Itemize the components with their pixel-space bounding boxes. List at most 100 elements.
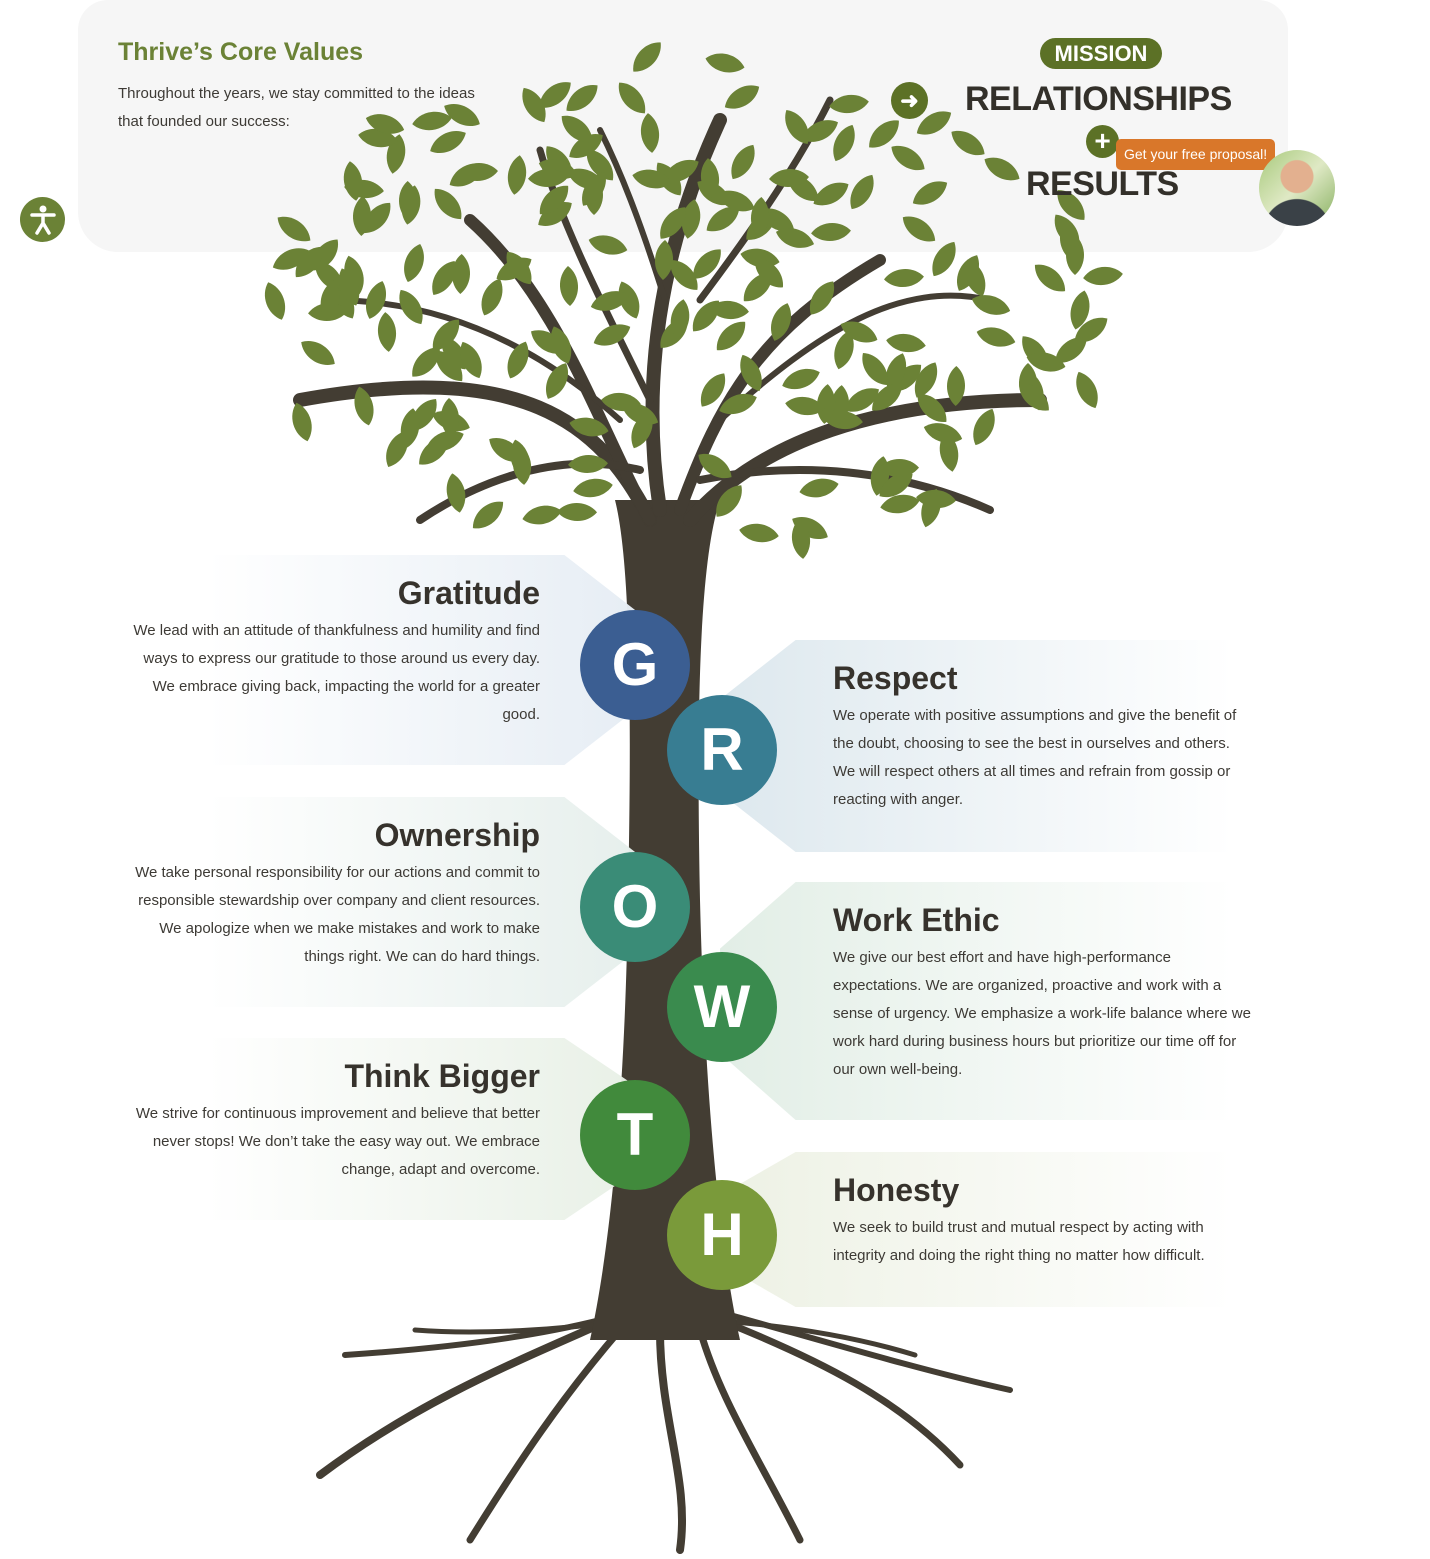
- leaf-icon: [522, 87, 546, 123]
- accessibility-button[interactable]: [20, 197, 65, 242]
- leaf-icon: [917, 394, 947, 422]
- leaf-icon: [430, 131, 466, 153]
- tree-root: [466, 1326, 624, 1544]
- leaf-icon: [618, 82, 646, 114]
- leaf-icon: [833, 124, 855, 162]
- leaf-icon: [633, 42, 661, 72]
- leaf-icon: [912, 181, 948, 205]
- leaf-icon: [957, 255, 979, 291]
- leaf-icon: [872, 383, 902, 411]
- value-panel-gratitude: Gratitude We lead with an attitude of th…: [100, 555, 640, 765]
- leaf-icon: [557, 503, 597, 521]
- leaf-icon: [775, 228, 815, 248]
- leaf-icon: [885, 353, 907, 391]
- leaf-icon: [719, 393, 757, 415]
- value-panel-ownership: Ownership We take personal responsibilit…: [100, 797, 640, 1007]
- leaf-icon: [947, 366, 965, 406]
- leaf-icon: [802, 120, 838, 142]
- value-description: We give our best effort and have high-pe…: [833, 949, 1251, 1078]
- leaf-icon: [782, 368, 820, 390]
- leaf-icon: [432, 319, 460, 351]
- leaf-icon: [452, 254, 470, 294]
- leaf-icon: [531, 330, 565, 354]
- value-title: Respect: [833, 660, 958, 696]
- leaf-icon: [295, 246, 323, 278]
- leaf-icon: [539, 185, 569, 215]
- value-title: Honesty: [833, 1172, 960, 1208]
- leaf-icon: [588, 235, 628, 255]
- leaf-icon: [769, 169, 809, 187]
- leaf-icon: [446, 473, 466, 513]
- leaf-icon: [862, 353, 888, 385]
- value-description: We seek to build trust and mutual respec…: [833, 1219, 1205, 1264]
- tree-branch: [645, 113, 727, 517]
- leaf-icon: [301, 341, 335, 365]
- leaf-icon: [365, 114, 405, 134]
- leaf-icon: [716, 485, 742, 517]
- leaf-icon: [879, 459, 919, 477]
- value-title: Gratitude: [397, 575, 540, 611]
- leaf-icon: [378, 312, 396, 352]
- arrow-right-icon: ➜: [891, 82, 928, 119]
- leaf-icon: [460, 341, 482, 379]
- leaf-icon: [481, 278, 503, 316]
- leaf-icon: [528, 169, 568, 187]
- value-panel-work-ethic: Work Ethic We give our best effort and h…: [720, 882, 1260, 1120]
- leaf-icon: [277, 216, 311, 242]
- free-proposal-button[interactable]: Get your free proposal!: [1116, 139, 1276, 170]
- leaf-icon: [449, 163, 485, 187]
- value-description: We take personal responsibility for our …: [135, 864, 540, 965]
- leaf-icon: [264, 282, 286, 320]
- leaf-icon: [292, 402, 312, 442]
- value-panel-think-bigger: Think Bigger We strive for continuous im…: [100, 1038, 640, 1220]
- leaf-icon: [582, 172, 606, 206]
- value-panel-honesty: Honesty We seek to build trust and mutua…: [720, 1152, 1260, 1307]
- leaf-icon: [272, 248, 310, 270]
- leaf-icon: [1057, 190, 1085, 220]
- tree-root: [696, 1326, 804, 1544]
- leaf-icon: [973, 408, 995, 446]
- leaf-icon: [538, 202, 572, 226]
- leaf-icon: [569, 417, 609, 437]
- leaf-icon: [740, 354, 762, 392]
- leaf-icon: [834, 330, 854, 370]
- leaf-icon: [886, 333, 926, 353]
- value-title: Think Bigger: [344, 1058, 540, 1094]
- leaf-icon: [590, 291, 630, 311]
- leaf-icon: [840, 321, 878, 343]
- value-letter-h: H: [667, 1180, 777, 1290]
- chat-avatar[interactable]: [1259, 150, 1335, 226]
- leaf-icon: [709, 301, 749, 319]
- leaf-icon: [404, 243, 424, 283]
- leaf-icon: [412, 347, 440, 377]
- leaf-icon: [731, 144, 755, 180]
- value-description: We strive for continuous improvement and…: [135, 1105, 540, 1178]
- leaf-icon: [932, 241, 956, 277]
- leaf-icon: [1026, 352, 1066, 372]
- plus-icon: +: [1086, 125, 1119, 158]
- leaf-icon: [698, 453, 732, 479]
- leaf-icon: [507, 155, 527, 195]
- leaf-icon: [845, 388, 879, 412]
- leaf-icon: [716, 321, 746, 351]
- leaf-icon: [561, 115, 593, 143]
- mission-relationships: RELATIONSHIPS: [965, 80, 1232, 118]
- leaf-icon: [419, 437, 449, 465]
- leaf-icon: [343, 161, 363, 201]
- leaf-icon: [879, 472, 913, 498]
- leaf-icon: [434, 188, 462, 220]
- leaf-icon: [320, 280, 340, 320]
- leaf-icon: [771, 303, 791, 341]
- tree-branch: [696, 466, 994, 514]
- leaf-icon: [435, 350, 463, 382]
- leaf-icon: [573, 478, 613, 498]
- leaf-icon: [1083, 267, 1123, 285]
- leaf-icon: [354, 386, 374, 426]
- leaf-icon: [353, 196, 371, 236]
- leaf-icon: [984, 157, 1020, 181]
- leaf-icon: [507, 341, 529, 379]
- leaf-icon: [869, 120, 899, 148]
- leaf-icon: [513, 445, 531, 485]
- leaf-icon: [755, 258, 783, 288]
- leaf-icon: [522, 505, 562, 525]
